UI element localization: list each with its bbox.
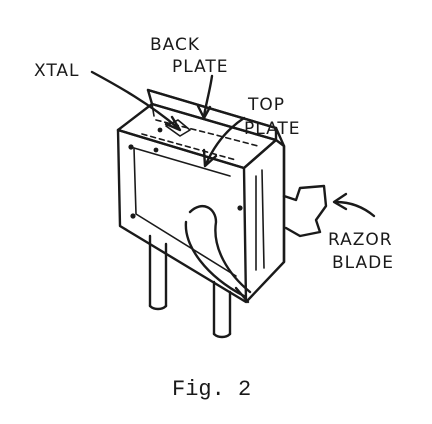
- xtal-leader-arrow: [90, 70, 182, 132]
- label-razor-blade-line1: RAZOR: [328, 230, 393, 250]
- label-top-plate-line1: TOP: [247, 95, 285, 115]
- crystal-xtal: [153, 119, 191, 153]
- figure-caption: Fig. 2: [172, 377, 251, 402]
- label-xtal: XTAL: [34, 61, 80, 81]
- label-razor-blade-line2: BLADE: [332, 253, 394, 273]
- razor-blade: [184, 205, 252, 304]
- block-right-face: [242, 138, 286, 302]
- label-back-plate-line1: BACK: [150, 35, 200, 55]
- back-plate-leader-arrow: [196, 74, 214, 120]
- label-back-plate-line2: PLATE: [172, 57, 229, 77]
- block-front-face: [116, 128, 248, 304]
- razor-blade-tab: [282, 184, 328, 238]
- razor-blade-leader-arrow: [332, 192, 376, 218]
- left-pin: [148, 234, 168, 311]
- right-pin: [212, 280, 232, 339]
